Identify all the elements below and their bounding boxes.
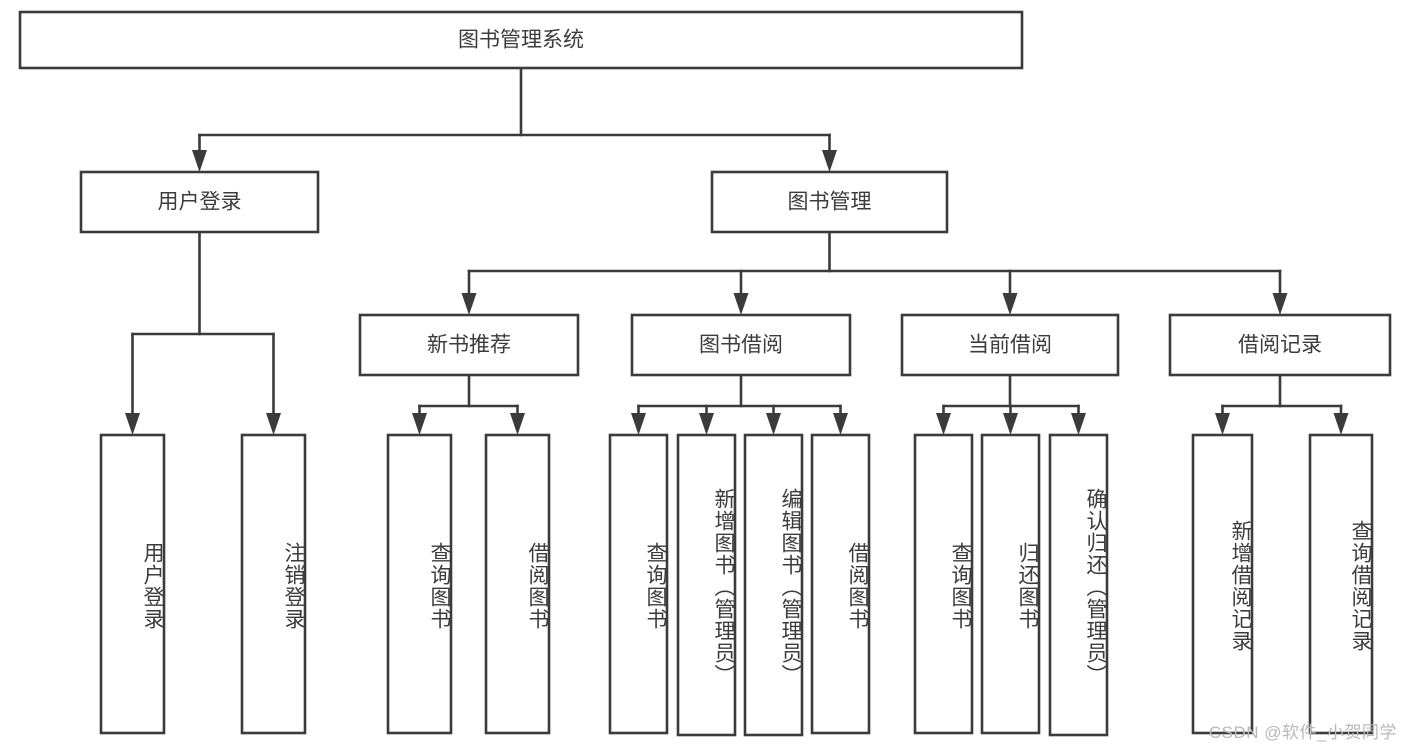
arrow-head-leaf-0-1 [266,413,281,435]
arrow-head-leaf-4-0 [1215,413,1230,435]
arrow-head-leaf-3-2 [1071,413,1086,435]
node-box-leaf-7[interactable] [810,433,871,735]
node-label-level3-2: 当前借阅 [968,334,1052,357]
node-box-leaf-10[interactable] [1048,433,1109,737]
node-box-level3-1[interactable] [630,313,852,377]
arrow-head-leaf-2-2 [766,413,781,435]
arrow-head-level2-1 [822,150,837,172]
node-box-leaf-8[interactable] [913,433,974,735]
arrow-head-leaf-3-1 [1003,413,1018,435]
node-box-leaf-5[interactable] [676,433,737,737]
connector-lines [125,66,1349,435]
arrow-head-leaf-0-0 [125,413,140,435]
node-box-leaf-4[interactable] [608,433,669,735]
node-box-level3-2[interactable] [900,313,1120,377]
arrow-head-leaf-1-1 [510,413,525,435]
arrow-head-level2-0 [192,150,207,172]
node-boxes [18,10,1392,737]
node-box-level3-3[interactable] [1168,313,1392,377]
node-box-leaf-2[interactable] [386,433,453,735]
arrow-head-level3-0 [461,293,477,315]
arrow-head-level3-3 [1272,293,1288,315]
node-label-root: 图书管理系统 [458,29,584,52]
node-label-level2-0: 用户登录 [158,191,242,214]
arrow-head-level3-1 [733,293,749,315]
node-label-level2-1: 图书管理 [788,191,872,214]
node-box-leaf-3[interactable] [484,433,551,735]
watermark-text: CSDN @软件_小贺同学 [1208,723,1397,742]
node-box-leaf-11[interactable] [1191,433,1254,735]
arrow-head-leaf-1-0 [412,413,427,435]
node-box-leaf-9[interactable] [980,433,1041,735]
node-label-level3-1: 图书借阅 [699,334,783,357]
node-box-root[interactable] [18,10,1024,70]
arrow-head-level3-2 [1002,293,1018,315]
node-label-level3-3: 借阅记录 [1238,334,1322,357]
node-box-leaf-1[interactable] [240,433,307,735]
node-label-level3-0: 新书推荐 [427,334,511,357]
node-box-level2-1[interactable] [710,170,949,234]
arrow-head-leaf-2-1 [699,413,714,435]
node-box-leaf-12[interactable] [1308,433,1374,735]
node-box-level2-0[interactable] [79,170,320,234]
arrow-head-leaf-3-0 [936,413,951,435]
arrow-head-leaf-4-1 [1333,413,1349,435]
node-box-level3-0[interactable] [358,313,580,377]
node-box-leaf-0[interactable] [99,433,166,735]
node-box-leaf-6[interactable] [743,433,804,737]
arrow-head-leaf-2-3 [833,413,848,435]
arrow-head-leaf-2-0 [631,413,646,435]
